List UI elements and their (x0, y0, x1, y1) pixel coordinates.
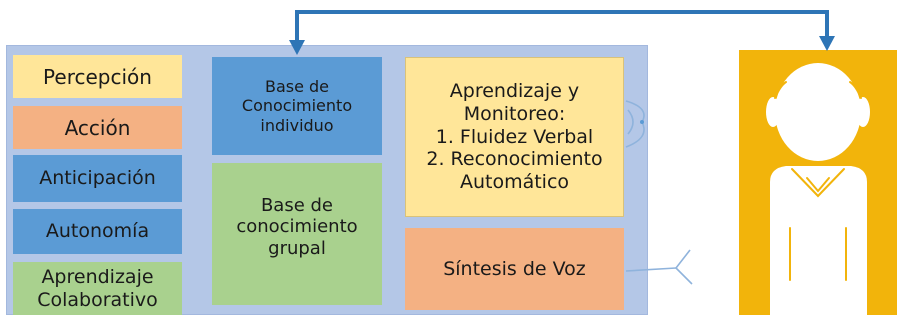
group-knowledge-base-label: Base de conocimiento grupal (236, 194, 358, 259)
individual-knowledge-base-label: Base de Conocimiento individuo (241, 77, 353, 135)
capability-accion-label: Acción (64, 115, 131, 140)
capability-autonomia-label: Autonomía (45, 220, 150, 243)
capability-anticipacion: Anticipación (13, 155, 182, 202)
arrowhead-to-knowledge (289, 40, 305, 55)
group-knowledge-base: Base de conocimiento grupal (212, 163, 382, 305)
speech-synthesis-label: Síntesis de Voz (443, 257, 586, 280)
capability-anticipacion-label: Anticipación (39, 167, 156, 190)
capability-autonomia: Autonomía (13, 209, 182, 254)
capability-percepcion: Percepción (13, 55, 182, 98)
capability-percepcion-label: Percepción (43, 64, 152, 89)
ear-icon (625, 249, 693, 285)
person-detail (774, 81, 862, 281)
person-icon (766, 63, 870, 315)
capability-aprendizaje-colaborativo-label: Aprendizaje Colaborativo (37, 265, 158, 311)
eye-icon (625, 100, 645, 148)
individual-knowledge-base: Base de Conocimiento individuo (212, 57, 382, 155)
learning-monitoring-label: Aprendizaje y Monitoreo: 1. Fluidez Verb… (426, 80, 603, 194)
capability-accion: Acción (13, 106, 182, 149)
learning-monitoring-box: Aprendizaje y Monitoreo: 1. Fluidez Verb… (405, 57, 624, 217)
speech-synthesis-box: Síntesis de Voz (405, 228, 624, 310)
arrowhead-to-user (819, 36, 835, 51)
feedback-arrow (295, 10, 829, 42)
capability-aprendizaje-colaborativo: Aprendizaje Colaborativo (13, 262, 182, 315)
